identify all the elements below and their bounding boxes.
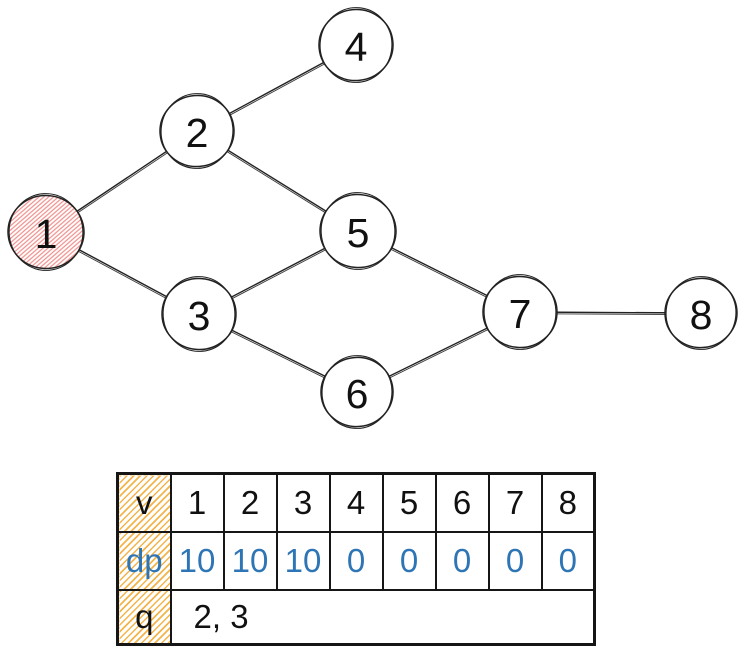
- node-4: 4: [318, 7, 394, 83]
- dp-cell-4: 0: [328, 530, 384, 591]
- v-cell-5: 5: [381, 472, 437, 533]
- dp-table: v 1 2 3 4 5 6 7 8 dp 10 10 10 0 0 0 0 0 …: [116, 472, 596, 646]
- node-label-1: 1: [35, 211, 58, 257]
- graph-svg: 1 2 3 4 5 6 7 8: [7, 7, 738, 429]
- node-label-5: 5: [347, 210, 370, 256]
- node-1: 1: [7, 193, 85, 271]
- v-cell-4: 4: [328, 472, 384, 533]
- dp-cell-7: 0: [487, 530, 543, 591]
- node-label-6: 6: [346, 371, 369, 417]
- dp-cell-3: 10: [275, 530, 331, 591]
- table-row-q: q 2, 3: [116, 588, 596, 646]
- row-v-label: v: [116, 472, 172, 533]
- dp-cell-5: 0: [381, 530, 437, 591]
- v-cell-6: 6: [434, 472, 490, 533]
- dp-cell-8: 0: [540, 530, 596, 591]
- node-8: 8: [664, 276, 738, 350]
- v-cell-3: 3: [275, 472, 331, 533]
- v-cell-2: 2: [222, 472, 278, 533]
- node-label-8: 8: [690, 292, 713, 338]
- node-label-2: 2: [186, 110, 209, 156]
- node-3: 3: [161, 276, 237, 352]
- node-5: 5: [319, 192, 397, 270]
- node-label-7: 7: [509, 291, 532, 337]
- row-q-label: q: [116, 588, 172, 646]
- node-6: 6: [320, 355, 394, 429]
- v-cell-7: 7: [487, 472, 543, 533]
- dp-cell-6: 0: [434, 530, 490, 591]
- table-row-dp: dp 10 10 10 0 0 0 0 0: [116, 530, 596, 591]
- dp-cell-2: 10: [222, 530, 278, 591]
- table-row-v: v 1 2 3 4 5 6 7 8: [116, 472, 596, 533]
- node-label-3: 3: [188, 293, 211, 339]
- node-label-4: 4: [345, 24, 368, 70]
- v-cell-8: 8: [540, 472, 596, 533]
- row-dp-label: dp: [116, 530, 172, 591]
- node-2: 2: [159, 93, 235, 169]
- node-7: 7: [482, 274, 558, 350]
- dp-cell-1: 10: [169, 530, 225, 591]
- q-value: 2, 3: [169, 588, 596, 646]
- v-cell-1: 1: [169, 472, 225, 533]
